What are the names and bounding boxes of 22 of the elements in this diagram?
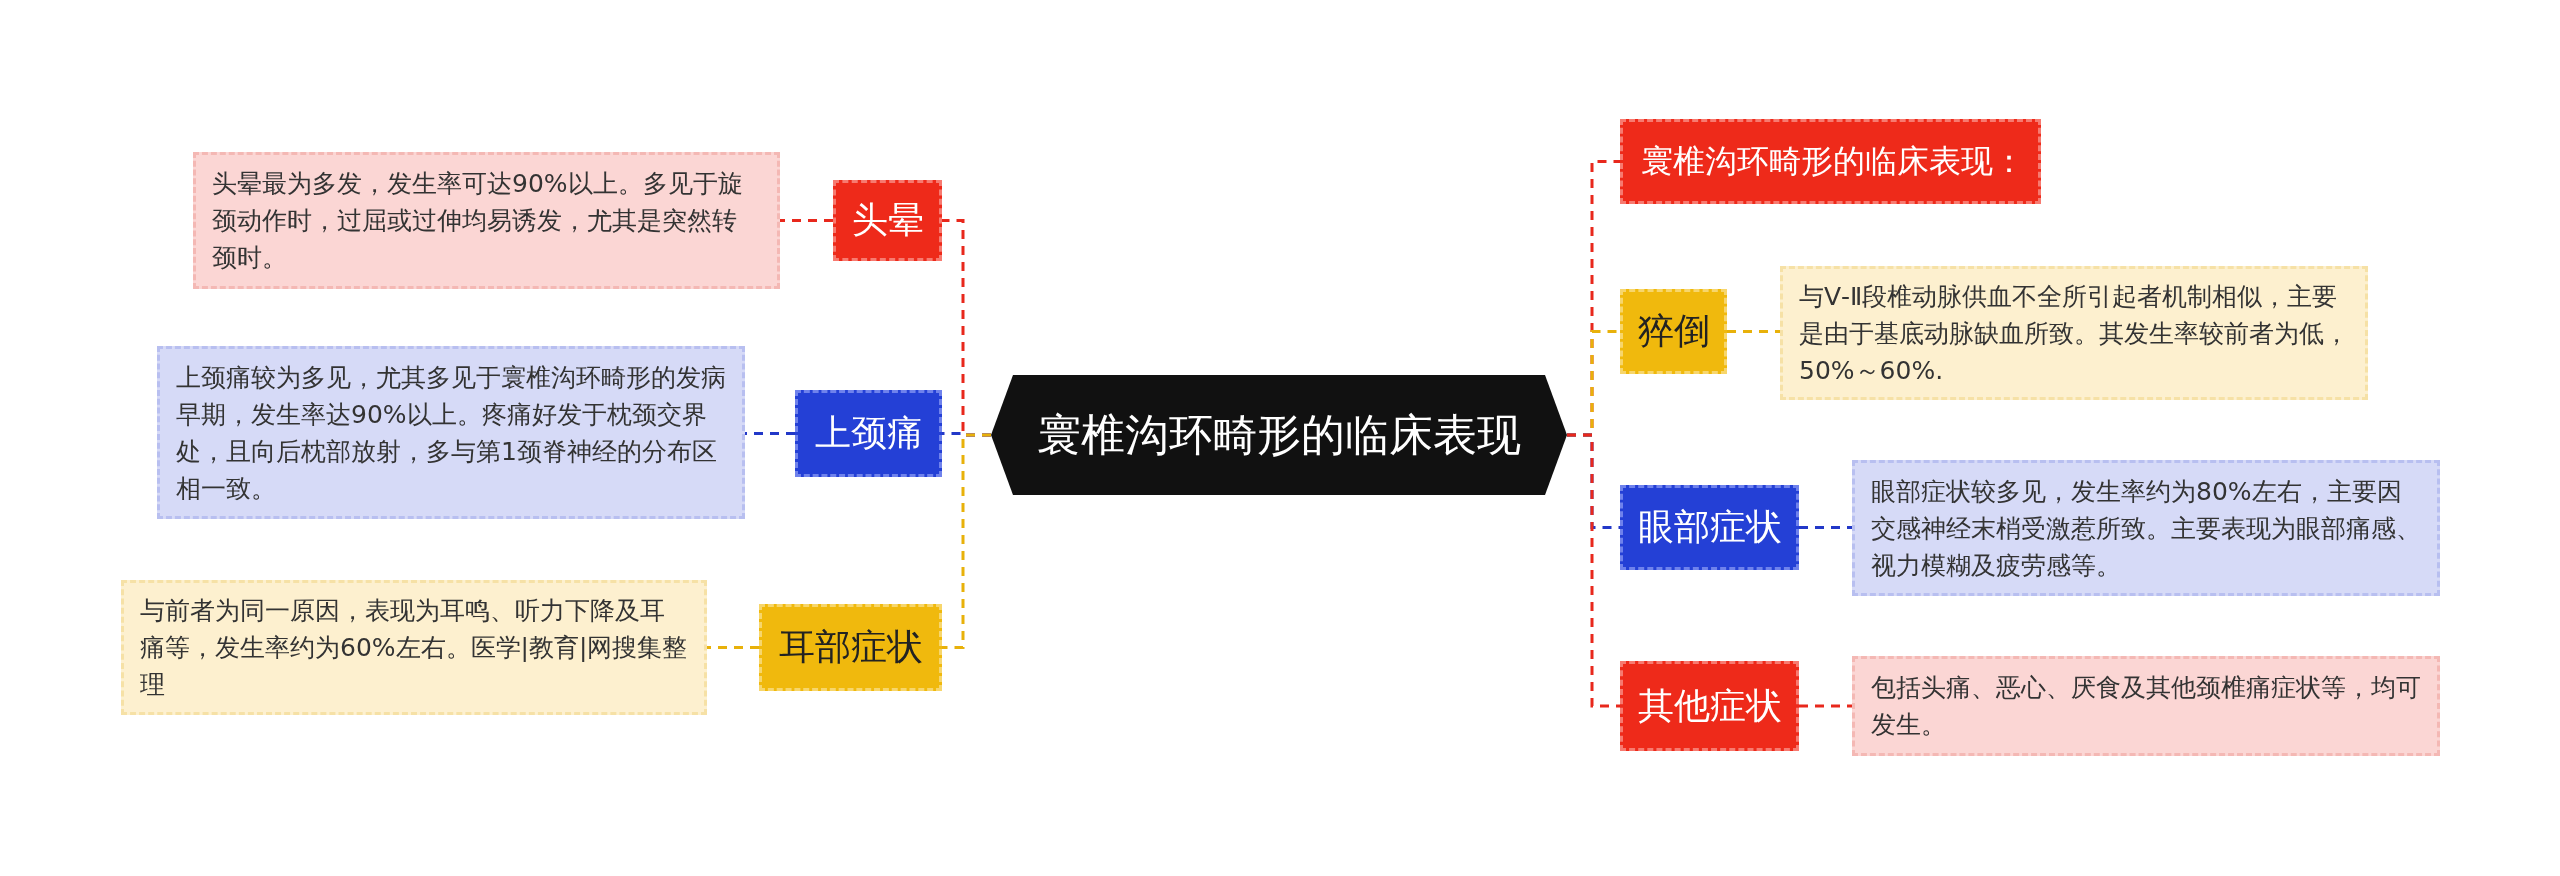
central-topic-hexagon: 寰椎沟环畸形的临床表现 <box>991 375 1567 495</box>
note-box: 眼部症状较多见，发生率约为80%左右，主要因交感神经末梢受激惹所致。主要表现为眼部痛感、视力模糊及疲劳感等。 <box>1852 460 2440 596</box>
topic-box: 猝倒 <box>1620 289 1727 374</box>
topic-box: 头晕 <box>833 180 942 261</box>
topic-box: 其他症状 <box>1620 661 1799 751</box>
topic-box: 耳部症状 <box>759 604 942 691</box>
topic-box: 寰椎沟环畸形的临床表现： <box>1620 119 2041 204</box>
connector-line <box>1727 330 1780 333</box>
connector-line <box>1567 433 1620 708</box>
note-box: 与前者为同一原因，表现为耳鸣、听力下降及耳痛等，发生率约为60%左右。医学|教育|网搜集整理 <box>121 580 707 715</box>
topic-box: 眼部症状 <box>1620 485 1799 570</box>
note-box: 头晕最为多发，发生率可达90%以上。多见于旋颈动作时，过屈或过伸均易诱发，尤其是突然转颈时。 <box>193 152 780 289</box>
connector-line <box>942 433 991 649</box>
note-box: 上颈痛较为多见，尤其多见于寰椎沟环畸形的发病早期，发生率达90%以上。疼痛好发于枕颈交界处，且向后枕部放射，多与第1颈脊神经的分布区相一致。 <box>157 346 745 519</box>
connector-line <box>1799 704 1852 708</box>
connector-line <box>745 432 795 435</box>
note-box: 包括头痛、恶心、厌食及其他颈椎痛症状等，均可发生。 <box>1852 656 2440 756</box>
connector-line <box>780 219 833 222</box>
topic-box: 上颈痛 <box>795 390 942 477</box>
connector-line <box>707 646 759 649</box>
note-box: 与Ⅴ-Ⅱ段椎动脉供血不全所引起者机制相似，主要是由于基底动脉缺血所致。其发生率较前者为低，50%～60%. <box>1780 266 2368 400</box>
connector-line <box>1799 526 1852 529</box>
